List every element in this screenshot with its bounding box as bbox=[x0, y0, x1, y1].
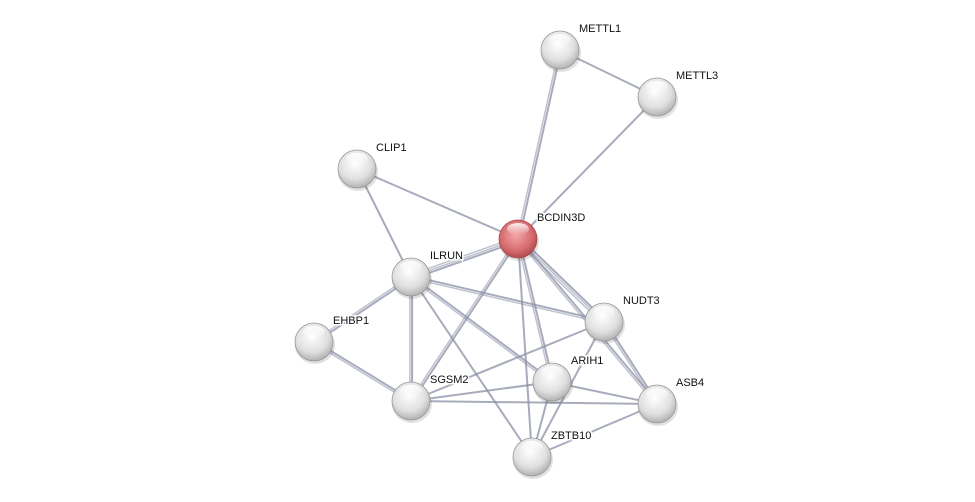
edge-asb4-zbtb10[interactable] bbox=[531, 403, 658, 458]
edge-ilrun-arih1[interactable] bbox=[411, 275, 554, 382]
edge-mettl1-bcdin3d[interactable] bbox=[518, 50, 563, 240]
node-bcdin3d[interactable]: BCDIN3D bbox=[498, 211, 587, 261]
node-highlight bbox=[400, 261, 422, 273]
node-label: METTL3 bbox=[676, 70, 718, 82]
edge-sgsm2-arih1[interactable] bbox=[410, 381, 553, 402]
node-nudt3[interactable]: NUDT3 bbox=[584, 294, 661, 344]
node-highlight bbox=[521, 441, 543, 453]
edge-bcdin3d-nudt3[interactable] bbox=[518, 236, 607, 322]
node-asb4[interactable]: ASB4 bbox=[637, 376, 706, 426]
edge-bcdin3d-zbtb10[interactable] bbox=[517, 238, 533, 458]
edge-ilrun-ehbp1[interactable] bbox=[314, 277, 413, 344]
node-highlight bbox=[507, 223, 529, 235]
edge-bcdin3d-nudt3[interactable] bbox=[515, 240, 603, 325]
node-highlight bbox=[549, 34, 571, 46]
node-label: EHBP1 bbox=[333, 315, 369, 327]
node-arih1[interactable]: ARIH1 bbox=[532, 354, 605, 404]
node-label: CLIP1 bbox=[376, 142, 407, 154]
edge-sgsm2-asb4[interactable] bbox=[410, 400, 658, 405]
edge-mettl1-bcdin3d[interactable] bbox=[516, 49, 560, 239]
node-zbtb10[interactable]: ZBTB10 bbox=[512, 429, 593, 479]
node-mettl3[interactable]: METTL3 bbox=[637, 69, 720, 119]
edge-bcdin3d-arih1[interactable] bbox=[518, 238, 555, 382]
edge-ilrun-nudt3[interactable] bbox=[410, 277, 604, 324]
node-highlight bbox=[593, 306, 615, 318]
edge-bcdin3d-arih1[interactable] bbox=[516, 239, 552, 383]
edge-ilrun-ehbp1[interactable] bbox=[312, 275, 411, 342]
node-clip1[interactable]: CLIP1 bbox=[337, 141, 408, 191]
edge-sgsm2-nudt3[interactable] bbox=[410, 321, 605, 402]
node-highlight bbox=[346, 153, 368, 165]
node-highlight bbox=[646, 81, 668, 93]
node-highlight bbox=[541, 366, 563, 378]
edge-ilrun-nudt3[interactable] bbox=[411, 274, 605, 322]
node-label: ASB4 bbox=[676, 377, 704, 389]
edge-bcdin3d-sgsm2[interactable] bbox=[411, 239, 520, 403]
node-label: ZBTB10 bbox=[551, 430, 591, 442]
edge-bcdin3d-sgsm2[interactable] bbox=[409, 237, 518, 401]
node-label: METTL1 bbox=[579, 23, 621, 35]
node-ehbp1[interactable]: EHBP1 bbox=[294, 314, 371, 364]
node-label: NUDT3 bbox=[623, 295, 660, 307]
edge-mettl3-bcdin3d[interactable] bbox=[517, 96, 658, 240]
edge-ilrun-arih1[interactable] bbox=[409, 277, 552, 384]
node-highlight bbox=[400, 385, 422, 397]
node-label: BCDIN3D bbox=[537, 212, 585, 224]
node-label: SGSM2 bbox=[430, 374, 469, 386]
edge-clip1-bcdin3d[interactable] bbox=[356, 168, 519, 240]
node-sgsm2[interactable]: SGSM2 bbox=[391, 373, 470, 423]
node-mettl1[interactable]: METTL1 bbox=[540, 22, 623, 72]
node-ilrun[interactable]: ILRUN bbox=[391, 249, 465, 299]
node-label: ILRUN bbox=[430, 250, 463, 262]
node-highlight bbox=[303, 326, 325, 338]
node-label: ARIH1 bbox=[571, 355, 603, 367]
edge-clip1-ilrun[interactable] bbox=[356, 168, 412, 278]
node-highlight bbox=[646, 388, 668, 400]
edge-ilrun-zbtb10[interactable] bbox=[410, 276, 533, 458]
